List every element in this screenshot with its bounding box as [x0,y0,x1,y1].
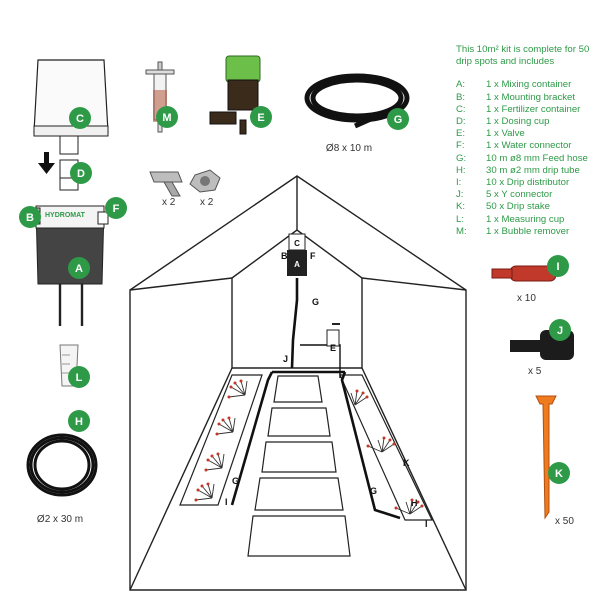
drip-distributor [491,265,557,282]
bolt-icon [149,171,183,197]
drip-dots [194,379,424,510]
svg-text:J: J [557,325,563,337]
drip-stake [535,395,557,520]
svg-text:M: M [162,112,171,124]
mini-label-a: A [294,260,300,269]
badge-e: E [250,106,272,128]
gh-label-h: H [411,498,418,508]
svg-text:L: L [76,372,83,384]
nut-icon [189,169,221,193]
gh-label-g3: G [370,486,377,496]
badge-c: C [69,107,91,129]
part-row-m: M:1 x Bubble remover [456,225,570,237]
yconn-qty: x 5 [528,366,542,377]
drip-fans [195,380,423,515]
svg-text:C: C [76,113,84,125]
drip-tube-coil [26,433,98,497]
part-row-c: C:1 x Fertilizer container [456,103,581,115]
distributor-qty: x 10 [517,293,536,304]
badge-f: F [105,197,127,219]
center-path [247,375,351,557]
greenhouse [129,175,467,591]
valve [209,55,261,135]
tube-h-caption: Ø2 x 30 m [37,514,83,525]
feed-hose-layout [230,278,401,520]
svg-text:E: E [257,112,264,124]
part-row-j: J:5 x Y connector [456,189,553,201]
fertilizer-container [33,59,109,155]
mini-tap [326,323,340,347]
svg-text:G: G [394,114,403,126]
down-arrow-icon [38,152,55,174]
hydromat-logo: HYDROMAT [45,212,86,219]
part-row-a: A:1 x Mixing container [456,79,572,91]
badge-l: L [68,366,90,388]
gh-label-g1: G [312,297,319,307]
badge-d: D [70,162,92,184]
gh-label-j: J [283,354,288,364]
svg-text:A: A [75,263,83,275]
kit-contents-panel: This 10m² kit is complete for 50 drip sp… [456,44,598,238]
gh-label-e: E [330,343,336,353]
badge-b: B [19,206,41,228]
gh-label-g2: G [232,476,239,486]
part-row-h: H:30 m ø2 mm drip tube [456,164,580,176]
mini-label-b: B [281,251,288,261]
greenhouse-inner-frame [231,229,363,369]
bolt-qty: x 2 [162,197,176,208]
badge-k: K [548,462,570,484]
gh-label-i1: I [225,497,228,507]
badge-m: M [156,106,178,128]
mini-label-c: C [294,239,300,248]
svg-text:K: K [555,468,563,480]
badge-a: A [68,257,90,279]
nut-qty: x 2 [200,197,214,208]
part-row-d: D:1 x Dosing cup [456,116,550,128]
part-row-l: L:1 x Measuring cup [456,213,565,225]
svg-text:H: H [75,416,83,428]
part-row-e: E:1 x Valve [456,128,525,140]
svg-text:I: I [556,261,559,273]
part-row-b: B:1 x Mounting bracket [456,91,576,103]
stake-qty: x 50 [555,516,574,527]
part-row-g: G:10 m ø8 mm Feed hose [456,152,588,164]
part-row-k: K:50 x Drip stake [456,201,550,213]
greenhouse-outer-frame [129,175,467,591]
badge-g: G [387,108,409,130]
badge-h: H [68,410,90,432]
gh-label-k: K [403,458,410,468]
svg-text:F: F [113,203,120,215]
part-row-i: I:10 x Drip distributor [456,177,570,189]
badge-j: J [549,319,571,341]
badge-i: I [547,255,569,277]
svg-text:B: B [26,212,34,224]
mini-label-f: F [310,251,316,261]
gh-label-i2: I [425,519,428,529]
hose-g-caption: Ø8 x 10 m [326,143,372,154]
part-row-f: F:1 x Water connector [456,140,572,152]
feed-hose-coil [304,73,410,123]
garden-beds [179,374,433,521]
svg-text:D: D [77,168,85,180]
mini-dosing-unit: C A B F [281,233,316,276]
kit-intro: This 10m² kit is complete for 50 drip sp… [456,44,590,68]
